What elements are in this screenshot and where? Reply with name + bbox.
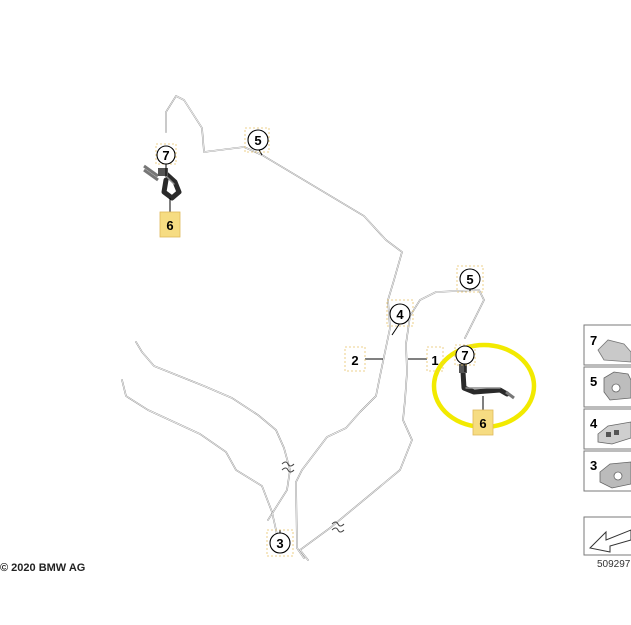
svg-text:7: 7 [162,148,169,163]
callout-6-right[interactable]: 6 [472,409,494,436]
legend-item-3[interactable]: 3 [583,450,631,492]
svg-text:5: 5 [590,374,597,389]
arrow-icon [588,529,631,553]
callout-5-top[interactable]: 5 [244,127,270,153]
diagram-number: 509297 [597,559,631,570]
legend-item-5[interactable]: 5 [583,366,631,408]
legend-item-4[interactable]: 4 [583,408,631,450]
svg-text:2: 2 [351,353,358,368]
brake-line-1[interactable] [299,289,485,561]
brake-line-rear-upper[interactable] [135,341,291,521]
copyright-text: © 2020 BMW AG [0,562,85,574]
callout-4[interactable]: 4 [386,299,414,327]
clip-7-icon [597,339,631,363]
svg-text:7: 7 [461,348,468,363]
callout-7-left[interactable]: 7 [155,143,177,165]
callout-5-right[interactable]: 5 [456,265,484,293]
svg-text:5: 5 [254,133,261,148]
svg-text:6: 6 [479,416,486,431]
brake-line-rear-lower[interactable] [121,379,281,549]
svg-text:4: 4 [396,307,404,322]
callout-6-left[interactable]: 6 [159,211,181,238]
svg-text:3: 3 [276,536,283,551]
label-2[interactable]: 2 [344,346,366,372]
svg-text:5: 5 [466,272,473,287]
brake-hose-right[interactable] [459,364,515,400]
legend-item-arrow [583,516,631,556]
svg-text:1: 1 [431,353,438,368]
break-symbol-left [281,461,295,473]
parts-legend: 7 5 4 3 509297 [583,324,631,570]
break-symbol-right [331,521,345,533]
svg-text:4: 4 [590,416,598,431]
label-1[interactable]: 1 [426,346,444,372]
callout-3[interactable]: 3 [266,529,294,557]
brake-line-2[interactable] [165,95,403,559]
brake-hose-left[interactable] [143,164,182,201]
callout-7-right[interactable]: 7 [454,344,476,366]
legend-item-7[interactable]: 7 [583,324,631,366]
svg-text:7: 7 [590,333,597,348]
leader-lines [165,147,484,536]
svg-text:6: 6 [166,218,173,233]
svg-text:3: 3 [590,458,597,473]
